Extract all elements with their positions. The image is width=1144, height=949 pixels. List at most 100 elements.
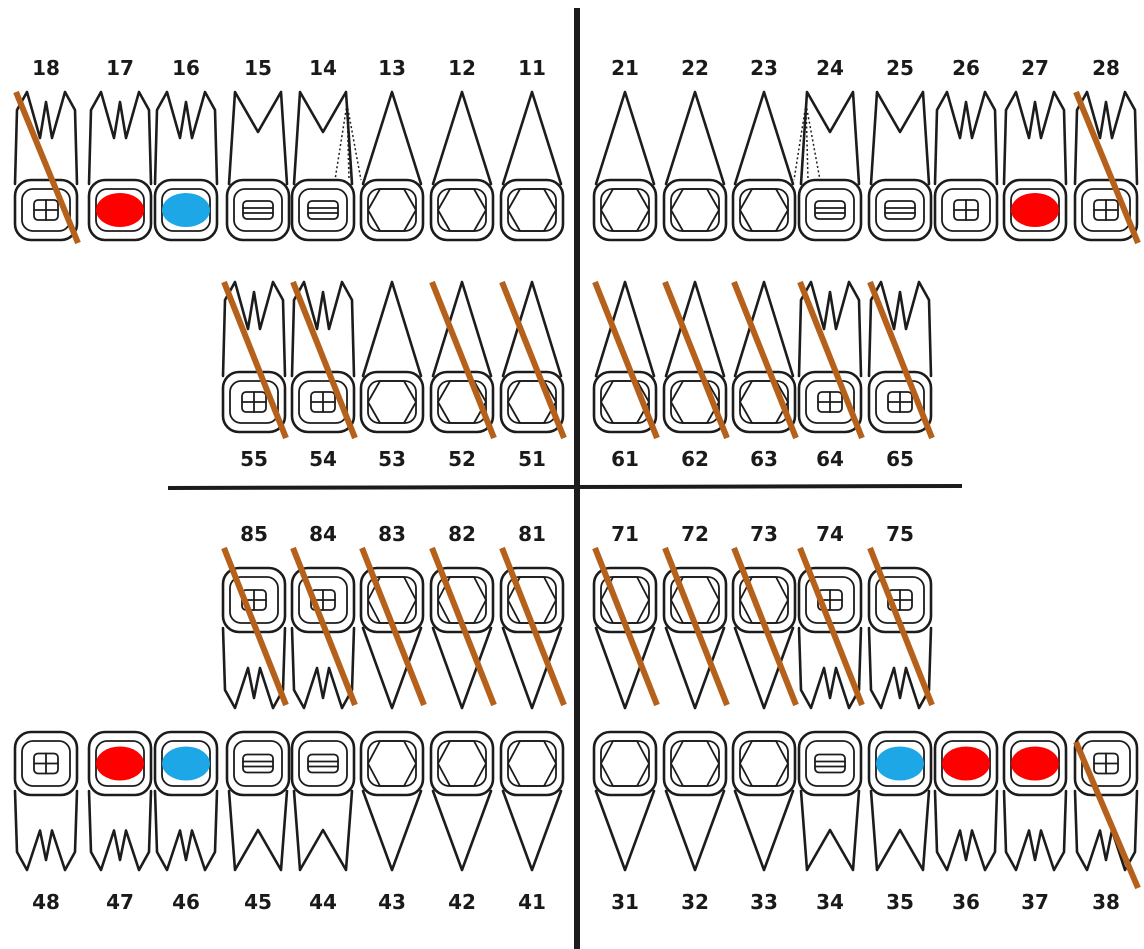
tooth-crown-outline [359, 730, 425, 797]
tooth-number-81: 81 [518, 522, 546, 546]
tooth-crown-outline [1073, 178, 1139, 242]
tooth-43[interactable] [359, 730, 425, 872]
tooth-52[interactable] [429, 280, 495, 434]
tooth-root-outline [664, 90, 726, 186]
tooth-53[interactable] [359, 280, 425, 434]
strike-65 [867, 280, 935, 440]
incisal-edge [670, 380, 720, 424]
tooth-crown-outline [429, 178, 495, 242]
strike-18 [13, 90, 81, 245]
tooth-22[interactable] [662, 90, 728, 242]
tooth-31[interactable] [592, 730, 658, 872]
tooth-32[interactable] [662, 730, 728, 872]
tooth-root-outline [221, 626, 287, 710]
tooth-17[interactable] [87, 90, 153, 242]
tooth-11[interactable] [499, 90, 565, 242]
tooth-37[interactable] [1002, 730, 1068, 872]
tooth-crown-outline [662, 178, 728, 242]
tooth-number-28: 28 [1092, 56, 1120, 80]
tooth-36[interactable] [933, 730, 999, 872]
strike-38 [1073, 740, 1141, 890]
tooth-root-outline [664, 626, 726, 710]
incisal-edge [507, 576, 557, 624]
tooth-root-outline [361, 90, 423, 186]
incisal-edge [437, 380, 487, 424]
tooth-number-37: 37 [1021, 890, 1049, 914]
tooth-crown-outline [359, 370, 425, 434]
tooth-26[interactable] [933, 90, 999, 242]
tooth-62[interactable] [662, 280, 728, 434]
tooth-21[interactable] [592, 90, 658, 242]
tooth-41[interactable] [499, 730, 565, 872]
tooth-18[interactable] [13, 90, 79, 242]
tooth-crown-outline [499, 730, 565, 797]
tooth-crown-inner [600, 740, 650, 787]
tooth-51[interactable] [499, 280, 565, 434]
tooth-crown-outline [797, 178, 863, 242]
tooth-root-outline [431, 280, 493, 378]
tooth-crown-outline [592, 370, 658, 434]
tooth-root-outline [733, 90, 795, 186]
tooth-number-17: 17 [106, 56, 134, 80]
tooth-number-12: 12 [448, 56, 476, 80]
tooth-crown-outline [797, 730, 863, 797]
tooth-46[interactable] [153, 730, 219, 872]
tooth-12[interactable] [429, 90, 495, 242]
tooth-root-outline [153, 90, 219, 186]
tooth-13[interactable] [359, 90, 425, 242]
tooth-14[interactable] [290, 90, 362, 242]
tooth-number-85: 85 [240, 522, 268, 546]
tooth-61[interactable] [592, 280, 658, 434]
tooth-number-46: 46 [172, 890, 200, 914]
tooth-root-outline [1073, 789, 1139, 872]
tooth-15[interactable] [225, 90, 291, 242]
tooth-42[interactable] [429, 730, 495, 872]
tooth-root-outline [799, 789, 861, 872]
tooth-33[interactable] [731, 730, 797, 872]
tooth-root-outline [431, 626, 493, 710]
tooth-24[interactable] [793, 90, 863, 242]
tooth-16[interactable] [153, 90, 219, 242]
tooth-root-outline [594, 789, 656, 872]
tooth-number-64: 64 [816, 447, 844, 471]
tooth-number-47: 47 [106, 890, 134, 914]
incisal-edge [739, 188, 789, 232]
incisal-edge [600, 576, 650, 624]
tooth-number-43: 43 [378, 890, 406, 914]
tooth-root-outline [799, 90, 861, 186]
tooth-44[interactable] [290, 730, 356, 872]
tooth-crown-outline [867, 730, 933, 797]
tooth-crown-outline [429, 370, 495, 434]
tooth-23[interactable] [731, 90, 797, 242]
tooth-crown-outline [662, 730, 728, 797]
erupting-tooth-dotted-outline [334, 103, 362, 181]
tooth-number-63: 63 [750, 447, 778, 471]
tooth-root-outline [933, 90, 999, 186]
tooth-63[interactable] [731, 280, 797, 434]
tooth-crown-inner [805, 740, 855, 787]
tooth-34[interactable] [797, 730, 863, 872]
tooth-crown-inner [1081, 188, 1131, 232]
incisal-edge [437, 188, 487, 232]
strike-71 [592, 546, 660, 707]
tooth-38[interactable] [1073, 730, 1139, 872]
tooth-crown-inner [229, 380, 279, 424]
tooth-number-13: 13 [378, 56, 406, 80]
occlusal-box [307, 200, 339, 220]
tooth-27[interactable] [1002, 90, 1068, 242]
tooth-47[interactable] [87, 730, 153, 872]
arch-horizontal-divider [167, 484, 963, 490]
tooth-root-outline [501, 90, 563, 186]
tooth-crown-inner [367, 188, 417, 232]
tooth-crown-outline [662, 370, 728, 434]
tooth-45[interactable] [225, 730, 291, 872]
tooth-35[interactable] [867, 730, 933, 872]
tooth-crown-outline [499, 178, 565, 242]
tooth-number-72: 72 [681, 522, 709, 546]
tooth-root-outline [797, 626, 863, 710]
incisal-edge [367, 740, 417, 787]
tooth-crown-outline [867, 178, 933, 242]
tooth-number-62: 62 [681, 447, 709, 471]
tooth-25[interactable] [867, 90, 933, 242]
tooth-48[interactable] [13, 730, 79, 872]
